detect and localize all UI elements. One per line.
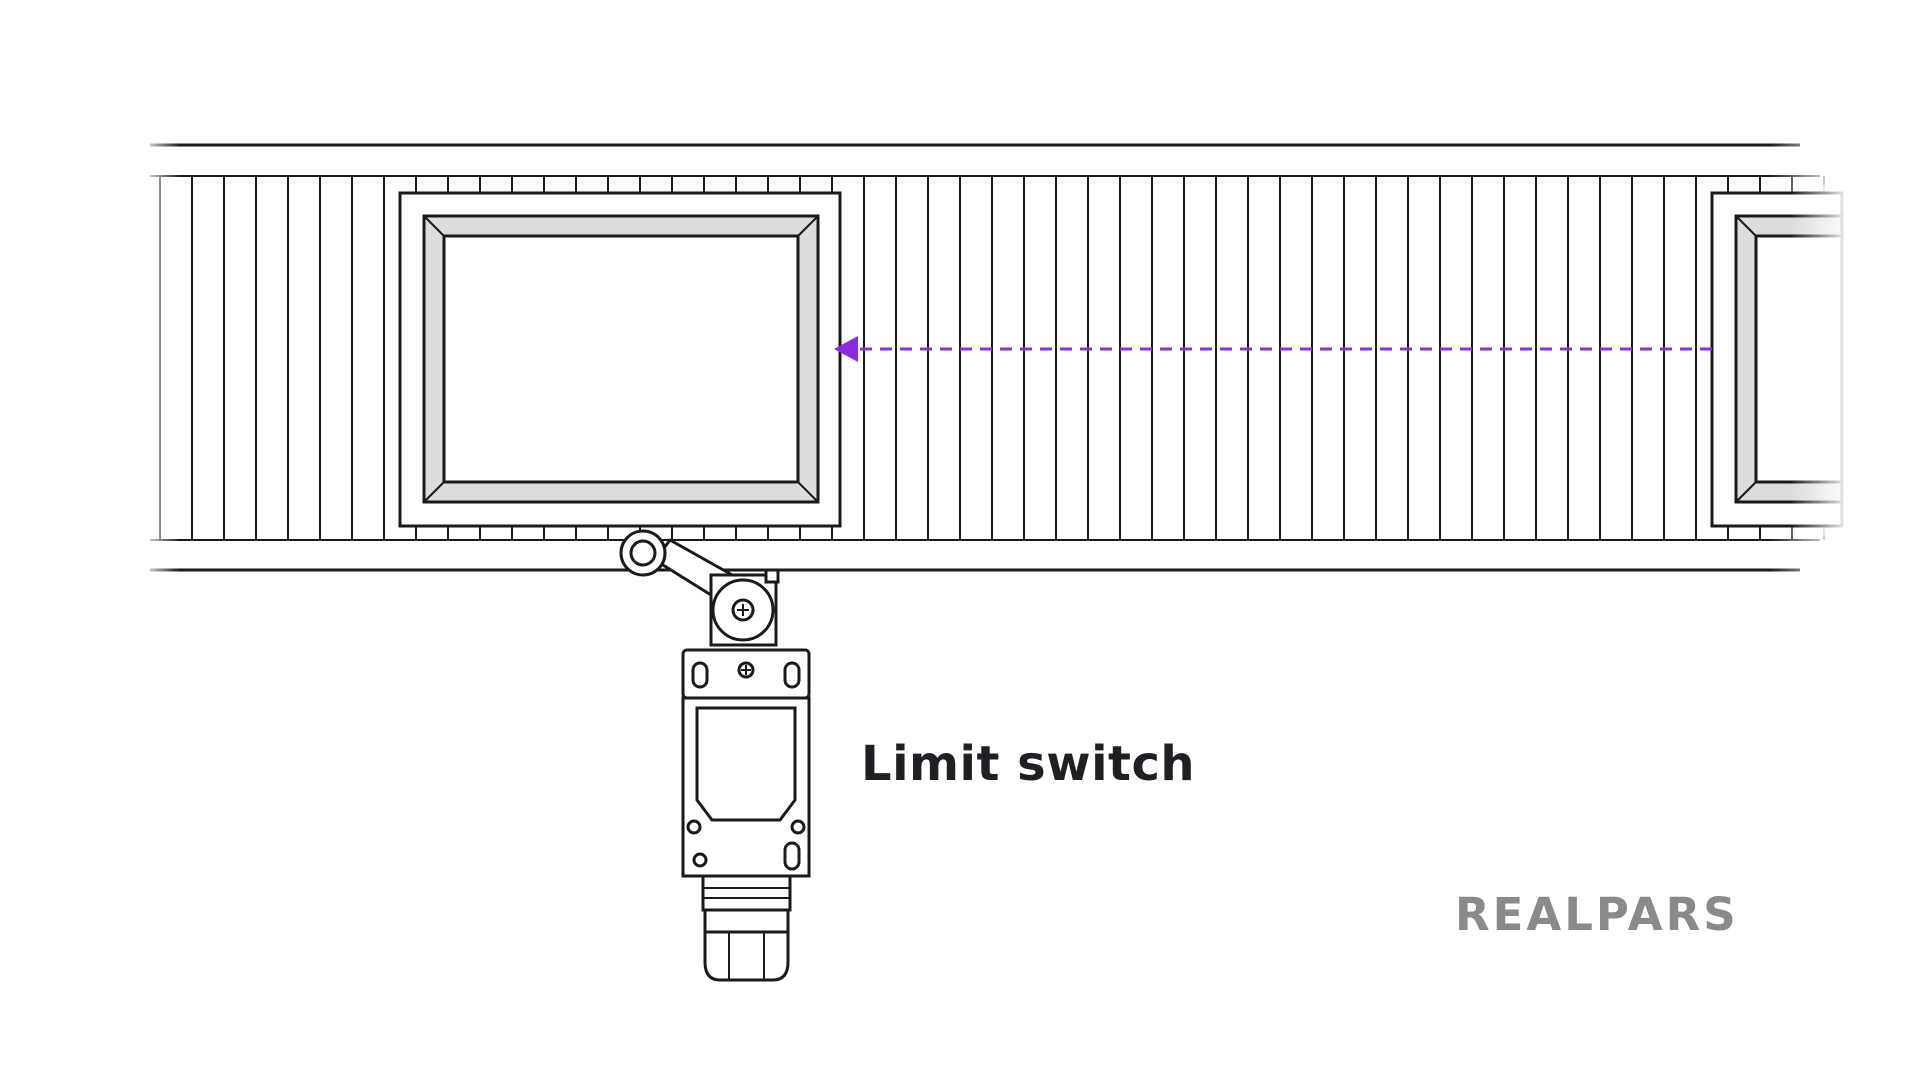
cable-gland	[701, 874, 792, 912]
limit-switch-icon	[619, 529, 811, 982]
conveyor-belt	[140, 140, 1840, 580]
product-box	[398, 191, 842, 528]
limit-switch-label: Limit switch	[861, 736, 1196, 792]
next-product-box	[1710, 185, 1850, 535]
direction-arrow	[834, 336, 1712, 362]
realpars-logo: REALPARS	[1455, 888, 1739, 941]
